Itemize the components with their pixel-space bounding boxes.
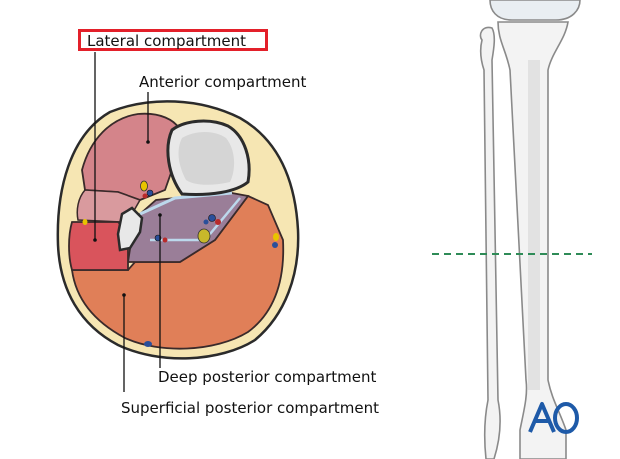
highlight-box [78,29,268,51]
neurovascular-bundle-posterior [197,214,221,244]
ao-logo [528,402,579,434]
label-anterior-compartment: Anterior compartment [139,73,307,91]
fibula [116,206,144,252]
label-deep-posterior-compartment: Deep posterior compartment [158,368,377,386]
fibula-shaft [479,26,501,459]
superficial-posterior-compartment [70,194,285,350]
tibia-medullary [178,132,235,185]
leg-bones-illustration [479,0,581,459]
leader-lines [94,52,161,392]
leader-dot-superficial [122,293,126,297]
leader-dot-deep [158,213,162,217]
label-lateral-compartment: Lateral compartment [87,32,246,50]
label-superficial-posterior-compartment: Superficial posterior compartment [121,399,380,417]
superficial-veins [82,219,279,347]
neurovascular-bundle-anterior [140,180,154,199]
leader-dot-lateral [93,238,97,242]
leader-dot-anterior [146,140,150,144]
